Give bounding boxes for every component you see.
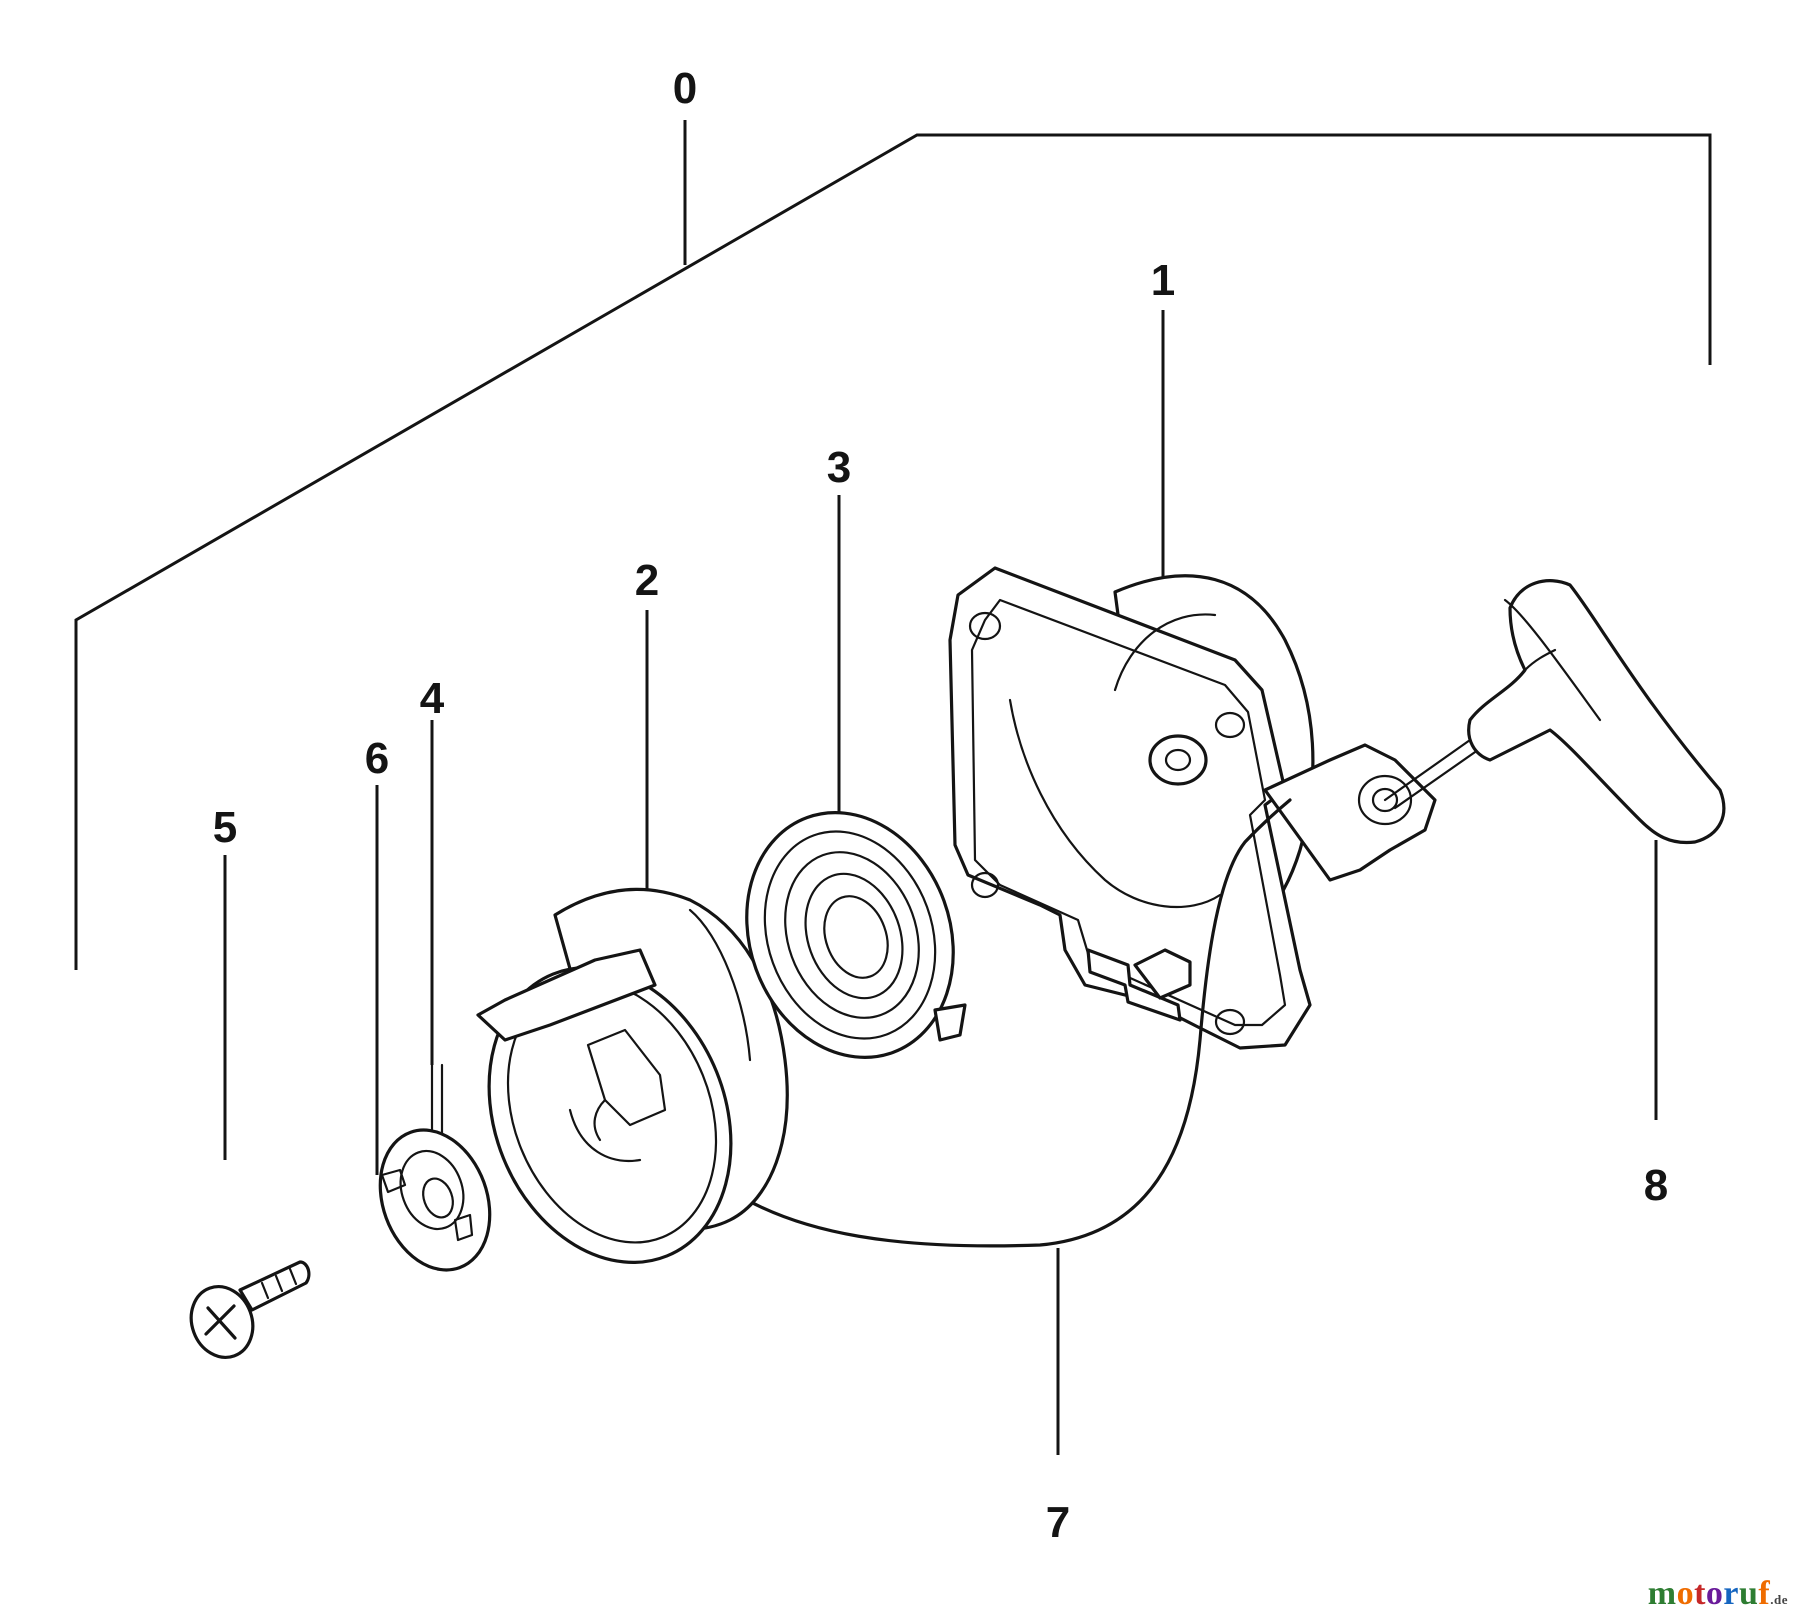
wm-r: r (1723, 1575, 1739, 1612)
starter-handle-part (1383, 579, 1726, 845)
wm-m: m (1647, 1575, 1677, 1612)
assembly-bracket (74, 120, 1712, 970)
starter-rope-part (728, 798, 1292, 1248)
wm-t: t (1694, 1575, 1706, 1612)
callout-labels: 0 1 2 3 4 5 6 7 8 (213, 64, 1668, 1547)
wm-suffix: .de (1770, 1592, 1788, 1607)
callout-1: 1 (1151, 256, 1175, 305)
callout-8: 8 (1644, 1161, 1668, 1210)
callout-3: 3 (827, 443, 851, 492)
callout-5: 5 (213, 803, 237, 852)
starter-housing-part (948, 566, 1437, 1050)
rope-pulley-part (476, 887, 789, 1264)
wm-f: f (1758, 1575, 1771, 1612)
pawl-part (378, 1063, 492, 1272)
callout-6: 6 (365, 734, 389, 783)
recoil-spring-part (745, 811, 967, 1059)
screw-part (189, 1260, 311, 1359)
wm-o1: o (1676, 1575, 1695, 1612)
wm-o2: o (1705, 1575, 1724, 1612)
callout-0: 0 (673, 64, 697, 113)
leader-lines (223, 310, 1658, 1455)
motoruf-watermark: motoruf.de (1648, 1575, 1788, 1613)
callout-2: 2 (635, 556, 659, 605)
wm-u: u (1739, 1575, 1759, 1612)
callout-4: 4 (420, 674, 445, 723)
callout-7: 7 (1046, 1498, 1070, 1547)
